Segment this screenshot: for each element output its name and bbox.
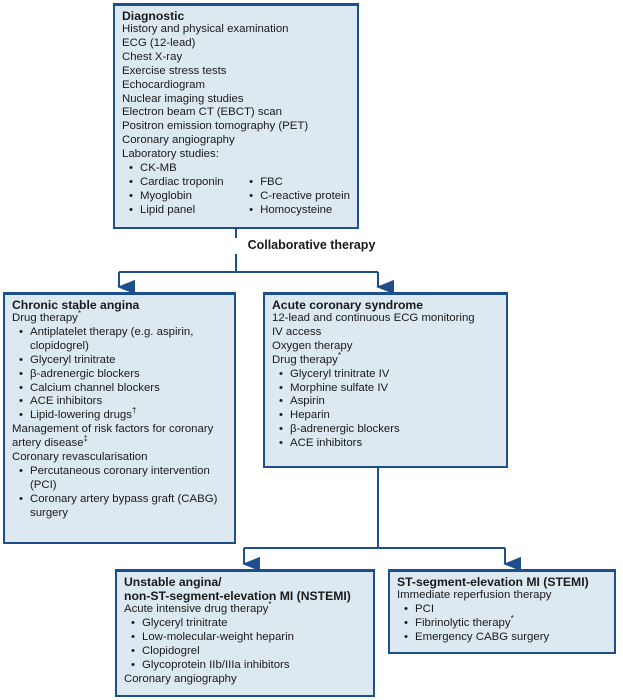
list-item: Glyceryl trinitrate — [12, 354, 227, 368]
list-item: PCI — [397, 603, 607, 617]
list-item: Clopidogrel — [124, 645, 366, 659]
list-item: Fibrinolytic therapy* — [397, 615, 607, 631]
acs-title: Acute coronary syndrome — [272, 298, 424, 312]
list-item: Morphine sulfate IV — [272, 382, 499, 396]
list-item: CK-MB — [122, 162, 242, 176]
chronic-title: Chronic stable angina — [12, 298, 140, 312]
list-item: Glyceryl trinitrate — [124, 617, 366, 631]
list-item: Lipid panel — [122, 204, 242, 218]
list-item: C-reactive protein — [242, 190, 350, 204]
nstemi-footer: Coronary angiography — [124, 672, 237, 685]
list-item: Electron beam CT (EBCT) scan — [122, 106, 282, 119]
list-item: Exercise stress tests — [122, 64, 227, 77]
list-item: ACE inhibitors — [272, 437, 499, 451]
list-item: ECG (12-lead) — [122, 36, 196, 49]
chronic-stable-angina-box: Chronic stable angina Drug therapy* Anti… — [3, 292, 236, 544]
list-item: Heparin — [272, 409, 499, 423]
list-item: Laboratory studies: — [122, 148, 219, 161]
stemi-lead: Immediate reperfusion therapy — [397, 589, 552, 601]
list-item: Nuclear imaging studies — [122, 92, 244, 105]
list-item: Chest X-ray — [122, 50, 183, 63]
list-item: Glycoprotein IIb/IIIa inhibitors — [124, 659, 366, 673]
stemi-box: ST-segment-elevation MI (STEMI) Immediat… — [388, 569, 616, 654]
diagnostic-box: Diagnostic History and physical examinat… — [113, 3, 359, 229]
chronic-risk-factors: Management of risk factors for coronary … — [12, 423, 214, 450]
nstemi-title-line-1: Unstable angina/ — [124, 575, 222, 589]
list-item: β-adrenergic blockers — [272, 423, 499, 437]
diagnostic-title: Diagnostic — [122, 9, 185, 23]
acute-coronary-syndrome-box: Acute coronary syndrome 12-lead and cont… — [263, 292, 508, 468]
diagnostic-list: History and physical examination ECG (12… — [122, 23, 350, 162]
lab-column-2: FBC C-reactive protein Homocysteine — [242, 162, 350, 218]
list-item: 12-lead and continuous ECG monitoring — [272, 312, 475, 324]
list-item: FBC — [242, 176, 350, 190]
list-item: Calcium channel blockers — [12, 382, 227, 396]
lab-column-1: CK-MB Cardiac troponin Myoglobin Lipid p… — [122, 162, 242, 218]
list-item: Myoglobin — [122, 190, 242, 204]
list-item: History and physical examination — [122, 23, 289, 35]
acs-drug-label: Drug therapy* — [272, 350, 341, 366]
list-item: Oxygen therapy — [272, 339, 353, 352]
nstemi-box: Unstable angina/ non-ST-segment-elevatio… — [115, 569, 375, 697]
nstemi-title-line-2: non-ST-segment-elevation MI (NSTEMI) — [124, 589, 351, 603]
list-item: Coronary artery bypass graft (CABG) surg… — [12, 493, 227, 521]
list-item: Low-molecular-weight heparin — [124, 631, 366, 645]
list-item: Glyceryl trinitrate IV — [272, 368, 499, 382]
list-item: Positron emission tomography (PET) — [122, 120, 309, 133]
list-item: Coronary angiography — [122, 134, 235, 147]
list-item: Percutaneous coronary intervention (PCI) — [12, 465, 227, 493]
list-item: Antiplatelet therapy (e.g. aspirin, clop… — [12, 326, 227, 354]
list-item: Lipid-lowering drugs† — [12, 407, 227, 423]
list-item: Homocysteine — [242, 204, 350, 218]
list-item: Echocardiogram — [122, 78, 205, 91]
list-item: ACE inhibitors — [12, 395, 227, 409]
list-item: Emergency CABG surgery — [397, 631, 607, 645]
lab-studies-list: CK-MB Cardiac troponin Myoglobin Lipid p… — [122, 162, 350, 218]
list-item: IV access — [272, 325, 322, 338]
chronic-drug-label: Drug therapy* — [12, 309, 81, 324]
list-item: Cardiac troponin — [122, 176, 242, 190]
list-item: Aspirin — [272, 395, 499, 409]
collaborative-therapy-label: Collaborative therapy — [247, 238, 376, 252]
stemi-title: ST-segment-elevation MI (STEMI) — [397, 575, 589, 589]
nstemi-drug-label: Acute intensive drug therapy* — [124, 600, 272, 615]
chronic-revasc-label: Coronary revascularisation — [12, 451, 148, 464]
list-item: β-adrenergic blockers — [12, 368, 227, 382]
